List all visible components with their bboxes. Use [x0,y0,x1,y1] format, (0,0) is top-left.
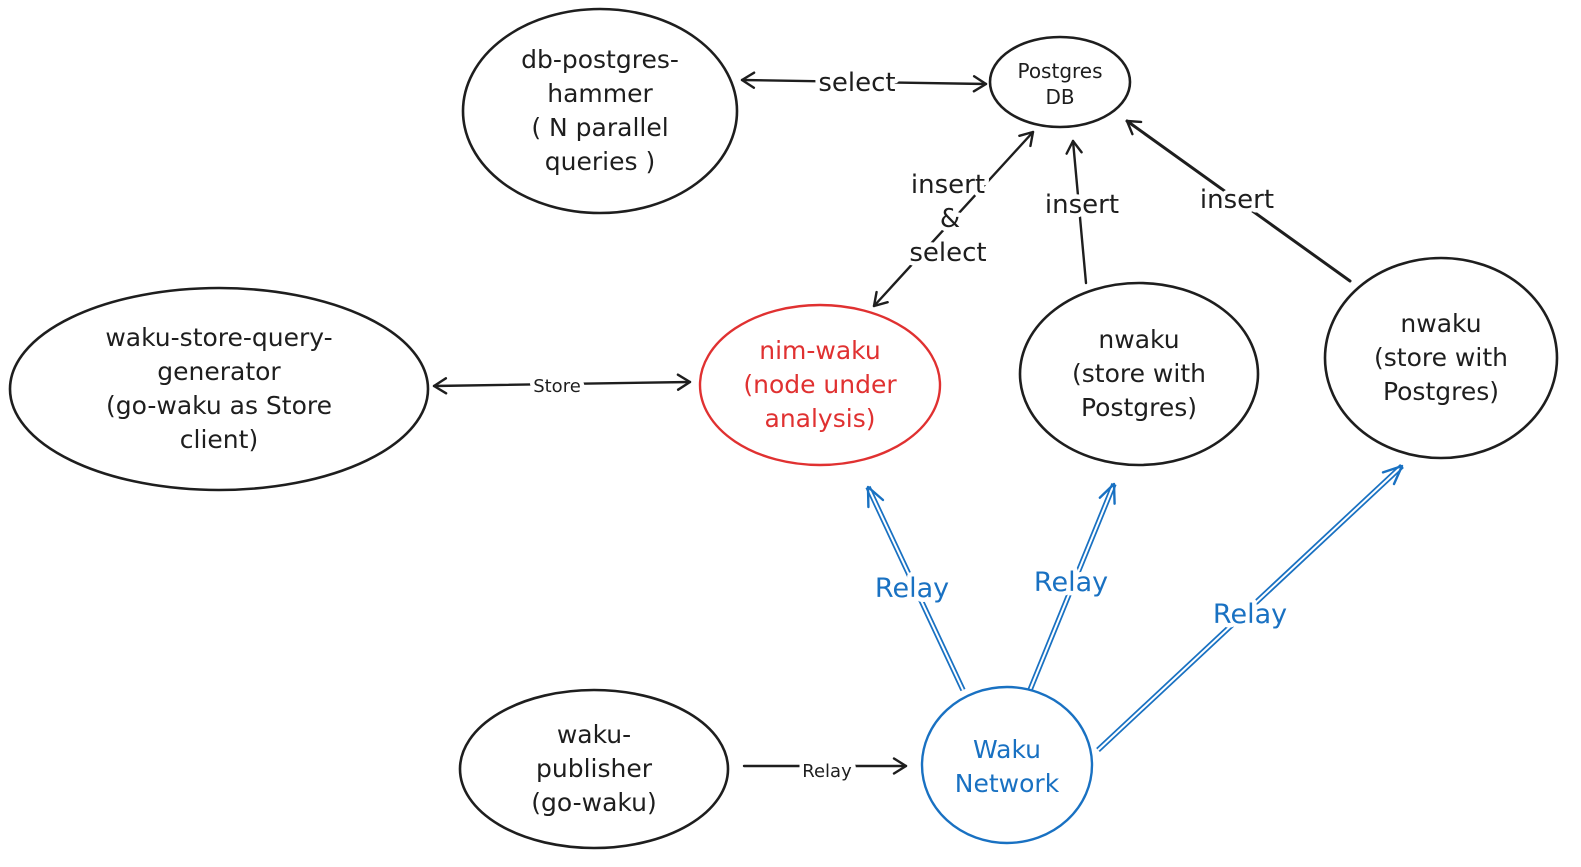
waku-publisher-label-3: (go-waku) [531,788,656,817]
waku-store-query-generator-ellipse [8,286,430,492]
node-waku-network: Waku Network [920,685,1094,845]
nwaku-store-1-label-2: (store with [1072,359,1206,388]
nwaku-store-2-label-2: (store with [1374,343,1508,372]
nwaku-store-2-label-3: Postgres) [1383,377,1499,406]
waku-publisher-label-2: publisher [536,754,653,783]
waku-network-ellipse [920,685,1094,845]
nim-waku-label-1: nim-waku [759,336,880,365]
arrow-select [740,71,988,93]
nodes-layer: db-postgres- hammer ( N parallel queries… [8,7,1559,850]
label-insert-select-1: insert [911,170,985,200]
label-insert-select-3: select [909,238,986,268]
node-nim-waku: nim-waku (node under analysis) [698,303,942,467]
waku-publisher-ellipse [458,688,730,850]
label-insert-select-2: & [940,204,960,234]
node-waku-store-query-generator: waku-store-query- generator (go-waku as … [8,286,430,492]
waku-store-query-generator-label-1: waku-store-query- [105,323,332,352]
node-nwaku-store-1: nwaku (store with Postgres) [1018,281,1260,467]
node-nwaku-store-2: nwaku (store with Postgres) [1323,256,1559,460]
waku-store-query-generator-label-3: (go-waku as Store [106,391,332,420]
arrow-relay-nimwaku-inner [867,486,964,691]
db-postgres-hammer-ellipse [461,7,739,215]
arrow-relay-nwaku2-head [1381,464,1404,486]
arrow-insert-select [872,130,1035,308]
arrow-insert-2 [1125,119,1352,283]
label-select: select [818,68,895,98]
edge-labels-layer: select insert & select insert insert Sto… [529,64,1292,787]
db-postgres-hammer-label-2: hammer [547,79,653,108]
postgres-db-ellipse [988,35,1132,129]
postgres-db-label-1: Postgres [1017,59,1102,83]
arrow-relay-nimwaku-head [866,485,885,509]
arrow-relay-nwaku1-head [1098,482,1116,505]
nim-waku-ellipse [698,303,942,467]
nwaku-store-1-label-1: nwaku [1098,325,1179,354]
label-relay-publisher: Relay [802,761,852,782]
waku-network-label-2: Network [955,769,1060,798]
label-insert-1: insert [1045,190,1119,220]
waku-store-query-generator-label-4: client) [180,425,258,454]
label-relay-nwaku2: Relay [1213,599,1287,630]
waku-publisher-label-1: waku- [557,720,631,749]
arrow-relay-nwaku2-inner [1097,465,1403,751]
nwaku-store-1-ellipse [1018,281,1260,467]
arrow-store [432,373,692,395]
node-waku-publisher: waku- publisher (go-waku) [458,688,730,850]
waku-store-query-generator-label-2: generator [157,357,281,386]
arrow-relay-nwaku2 [1096,463,1404,753]
label-store: Store [533,376,581,397]
nim-waku-label-3: analysis) [765,404,876,433]
nwaku-store-2-label-1: nwaku [1400,309,1481,338]
waku-network-label-1: Waku [973,735,1041,764]
db-postgres-hammer-label-1: db-postgres- [521,45,679,74]
arrow-insert-1 [1065,139,1088,285]
arrow-relay-nwaku1 [1027,482,1117,692]
nwaku-store-2-ellipse [1323,256,1559,460]
edges-layer [432,71,1404,775]
arrow-relay-nimwaku [865,485,966,692]
nwaku-store-1-label-3: Postgres) [1081,393,1197,422]
arrow-relay-nwaku1-inner [1029,483,1115,691]
postgres-db-label-2: DB [1045,85,1074,109]
node-db-postgres-hammer: db-postgres- hammer ( N parallel queries… [461,7,739,215]
label-relay-nimwaku: Relay [875,573,949,604]
nim-waku-label-2: (node under [743,370,897,399]
node-postgres-db: Postgres DB [988,35,1132,129]
label-insert-2: insert [1200,185,1274,215]
db-postgres-hammer-label-4: queries ) [545,147,655,176]
db-postgres-hammer-label-3: ( N parallel [531,113,668,142]
label-relay-nwaku1: Relay [1034,567,1108,598]
